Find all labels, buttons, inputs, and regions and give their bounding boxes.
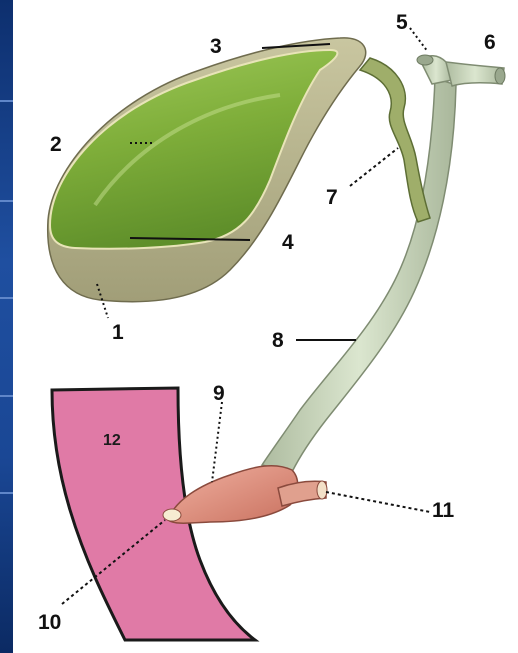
label-4: 4: [282, 232, 294, 253]
label-10: 10: [38, 612, 61, 633]
label-5: 5: [396, 12, 408, 33]
cystic-duct: [360, 58, 430, 222]
hepatic-duct-opening-left: [417, 55, 433, 65]
label-3: 3: [210, 36, 222, 57]
label-1: 1: [112, 322, 124, 343]
label-2: 2: [50, 134, 62, 155]
label-6: 6: [484, 32, 496, 53]
leader-line-11: [326, 492, 430, 512]
leader-line-7: [350, 148, 398, 186]
leader-line-5: [410, 28, 428, 52]
label-12: 12: [103, 433, 121, 449]
label-11: 11: [432, 500, 454, 521]
label-9: 9: [213, 383, 225, 404]
papilla-opening: [163, 509, 181, 521]
pancreatic-duct-opening: [317, 481, 327, 499]
leader-line-9: [212, 402, 222, 482]
label-7: 7: [326, 187, 338, 208]
hepatic-duct-opening-right: [495, 68, 505, 84]
label-8: 8: [272, 330, 284, 351]
papilla: [168, 466, 298, 524]
